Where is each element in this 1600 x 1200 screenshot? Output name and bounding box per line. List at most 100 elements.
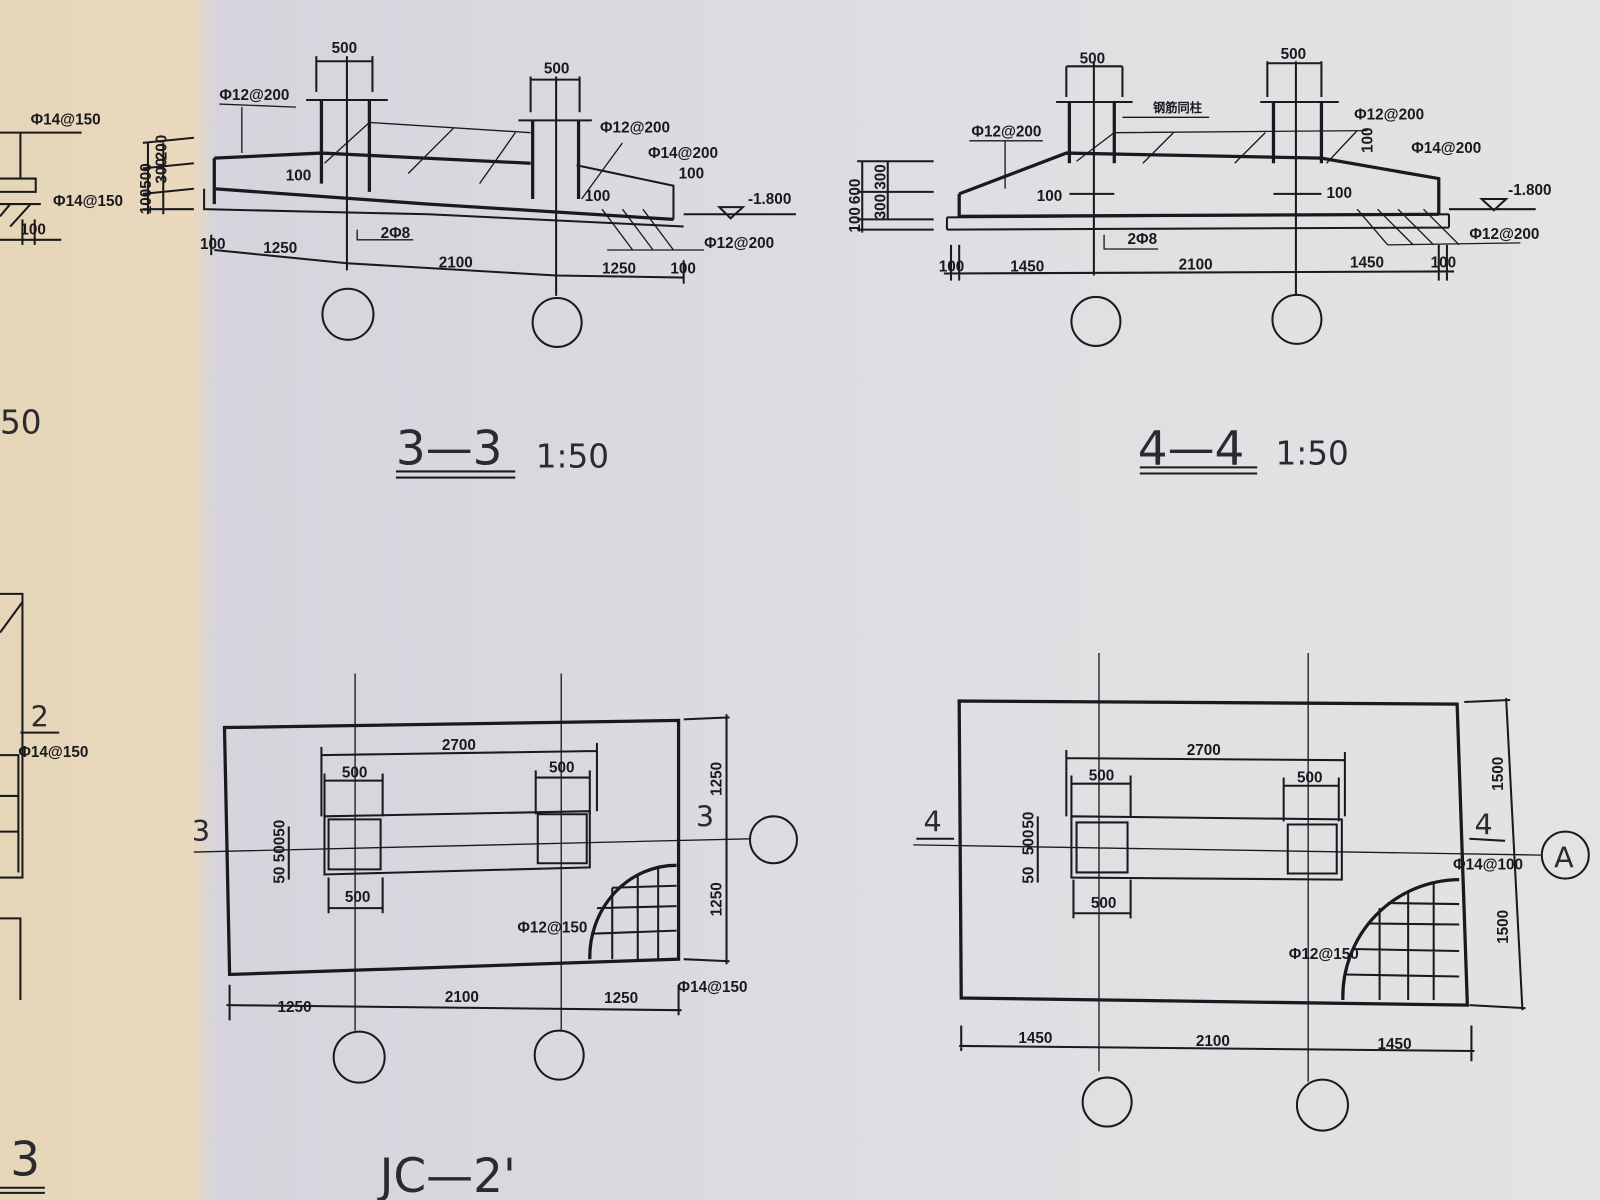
- section-title: 3—3: [396, 421, 503, 476]
- rebar-label: Φ12@200: [971, 124, 1041, 141]
- dim-label: 50: [272, 867, 289, 884]
- section-mark: 2: [31, 700, 49, 734]
- dim-label: 1250: [602, 260, 636, 277]
- cut-mark: 3: [192, 814, 210, 848]
- dim-label: 1250: [263, 240, 297, 257]
- dim-label: 100: [20, 222, 46, 239]
- dim-label: 1500: [1495, 910, 1512, 944]
- rebar-label: Φ14@100: [1453, 856, 1523, 873]
- height-dim: 100: [138, 189, 155, 215]
- dim-label: 500: [1297, 770, 1323, 787]
- axis-bubble: [533, 1029, 585, 1081]
- dim-label: 2100: [439, 254, 473, 271]
- dim-label: 1450: [1018, 1030, 1052, 1047]
- dim-label: 500: [1080, 50, 1106, 67]
- dim-label: 1250: [278, 999, 312, 1016]
- axis-label: A: [1554, 840, 1574, 874]
- dim-label: 500: [1281, 46, 1307, 63]
- rebar-label: Φ12@150: [517, 920, 587, 937]
- dim-label: 500: [544, 60, 570, 77]
- axis-bubble: [531, 296, 583, 348]
- axis-bubble: [321, 287, 375, 341]
- height-dim: 300: [873, 194, 890, 220]
- rebar-label: Φ12@200: [600, 120, 670, 137]
- cut-mark: 4: [1474, 808, 1492, 842]
- plan-right: 2700 500 500 500 50 500 50 1500 1500 Φ12…: [913, 653, 1590, 1132]
- dim-label: 2700: [442, 737, 476, 754]
- dim-label: 100: [679, 166, 705, 183]
- rebar-label: Φ14@150: [678, 979, 748, 996]
- height-dim: 500: [138, 163, 155, 189]
- dim-label: 2100: [445, 989, 479, 1006]
- title-fragment: 3: [10, 1133, 40, 1188]
- dim-label: 1450: [1378, 1036, 1412, 1053]
- elevation-label: -1.800: [748, 191, 791, 208]
- rebar-label: Φ14@200: [648, 145, 718, 162]
- section-scale: 1:50: [536, 437, 609, 475]
- section-3-3: 500 500 Φ12@200 Φ12@200 Φ14@200 100 100 …: [138, 40, 796, 479]
- dim-label: 100: [1037, 188, 1063, 205]
- height-dim: 200: [153, 135, 170, 161]
- rebar-label: Φ12@200: [219, 87, 289, 104]
- rebar-label: Φ14@150: [31, 111, 101, 128]
- plan-title: JC—2': [377, 1149, 516, 1200]
- dim-label: 500: [342, 765, 368, 782]
- dim-label: 500: [549, 759, 575, 776]
- dim-label: 500: [272, 837, 289, 863]
- height-dim: 600: [847, 179, 864, 205]
- dim-label: 100: [200, 236, 226, 253]
- dim-label: 2700: [1187, 742, 1221, 759]
- dim-label: 50: [272, 820, 289, 837]
- scale-fragment: 50: [0, 404, 42, 442]
- dim-label: 100: [1359, 128, 1376, 154]
- axis-bubble: [1070, 295, 1122, 347]
- dim-label: 500: [1021, 830, 1038, 856]
- dim-label: 100: [1431, 254, 1457, 271]
- rebar-label: 2Φ8: [1128, 231, 1158, 248]
- cut-mark: 4: [923, 805, 941, 839]
- rebar-label: Φ14@200: [1411, 140, 1481, 157]
- rebar-label: 2Φ8: [381, 225, 411, 242]
- axis-bubble-a: [1540, 830, 1590, 880]
- dim-label: 1250: [708, 762, 725, 796]
- dim-label: 2100: [1179, 256, 1213, 273]
- dim-label: 1450: [1010, 258, 1044, 275]
- dim-label: 100: [585, 188, 611, 205]
- elevation-label: -1.800: [1508, 182, 1551, 199]
- plan-jc-2: 2700 500 500 500 50 500 50 1250 1250 Φ12…: [192, 673, 798, 1200]
- dim-label: 500: [332, 40, 358, 57]
- dim-label: 500: [1091, 895, 1117, 912]
- height-dim: 300: [873, 164, 890, 190]
- dim-label: 50: [1021, 812, 1038, 829]
- section-scale: 1:50: [1276, 434, 1349, 472]
- dim-label: 100: [1327, 185, 1353, 202]
- cut-mark: 3: [696, 800, 714, 834]
- height-dim: 300: [153, 158, 170, 184]
- dim-label: 2100: [1196, 1033, 1230, 1050]
- dim-label: 1250: [708, 882, 725, 916]
- dim-label: 500: [345, 889, 371, 906]
- axis-bubble: [332, 1030, 386, 1084]
- note-label: 钢筋同柱: [1153, 100, 1202, 115]
- rebar-label: Φ12@150: [1289, 946, 1359, 963]
- section-4-4: 500 500 钢筋同柱 Φ12@200 Φ12@200 Φ14@200 100…: [847, 46, 1551, 476]
- rebar-label: Φ12@200: [1354, 106, 1424, 123]
- dim-label: 100: [286, 168, 312, 185]
- axis-bubble: [1081, 1076, 1133, 1128]
- height-dim: 100: [847, 207, 864, 233]
- dim-label: 1250: [604, 990, 638, 1007]
- rebar-label: Φ14@150: [18, 744, 88, 761]
- axis-bubble: [1271, 293, 1323, 345]
- dim-label: 50: [1021, 867, 1038, 884]
- axis-bubble: [748, 815, 798, 865]
- dim-label: 1500: [1490, 757, 1507, 791]
- dim-label: 500: [1089, 768, 1115, 785]
- dim-label: 100: [939, 258, 965, 275]
- left-partial-drawing: Φ14@150 Φ14@150 100 50 2 Φ14@150 3: [0, 111, 123, 1194]
- rebar-label: Φ12@200: [704, 235, 774, 252]
- dim-label: 1450: [1350, 254, 1384, 271]
- rebar-label: Φ12@200: [1469, 226, 1539, 243]
- dim-label: 100: [670, 260, 696, 277]
